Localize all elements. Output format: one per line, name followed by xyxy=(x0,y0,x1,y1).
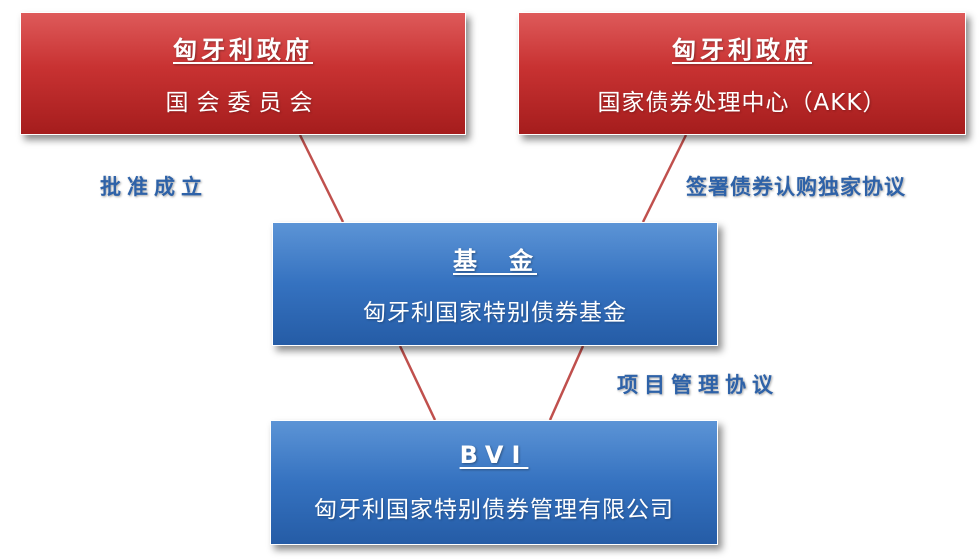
label-project-management: 项目管理协议 xyxy=(617,373,779,397)
gov-box-right-body: 国家债券处理中心（AKK） xyxy=(597,89,887,116)
connector-fund-to-bvi-left xyxy=(398,345,437,421)
fund-box: 基 金 匈牙利国家特别债券基金 xyxy=(272,222,718,346)
bvi-box-body: 匈牙利国家特别债券管理有限公司 xyxy=(314,496,674,523)
gov-box-left-title: 匈牙利政府 xyxy=(173,36,313,65)
connector-fund-to-bvi-right xyxy=(548,345,585,421)
label-sign-agreement: 签署债券认购独家协议 xyxy=(686,175,906,199)
bvi-box: BVI 匈牙利国家特别债券管理有限公司 xyxy=(270,420,718,545)
connector-gov-left-to-fund xyxy=(298,134,345,223)
fund-box-title: 基 金 xyxy=(453,246,537,275)
fund-box-body: 匈牙利国家特别债券基金 xyxy=(363,300,627,327)
bvi-box-title: BVI xyxy=(459,441,529,470)
connector-gov-right-to-fund xyxy=(641,134,688,223)
gov-box-right-title: 匈牙利政府 xyxy=(672,36,812,65)
label-approve: 批准成立 xyxy=(100,175,208,199)
gov-box-right: 匈牙利政府 国家债券处理中心（AKK） xyxy=(518,12,966,135)
gov-box-left-body: 国会委员会 xyxy=(165,89,321,116)
gov-box-left: 匈牙利政府 国会委员会 xyxy=(20,12,466,135)
